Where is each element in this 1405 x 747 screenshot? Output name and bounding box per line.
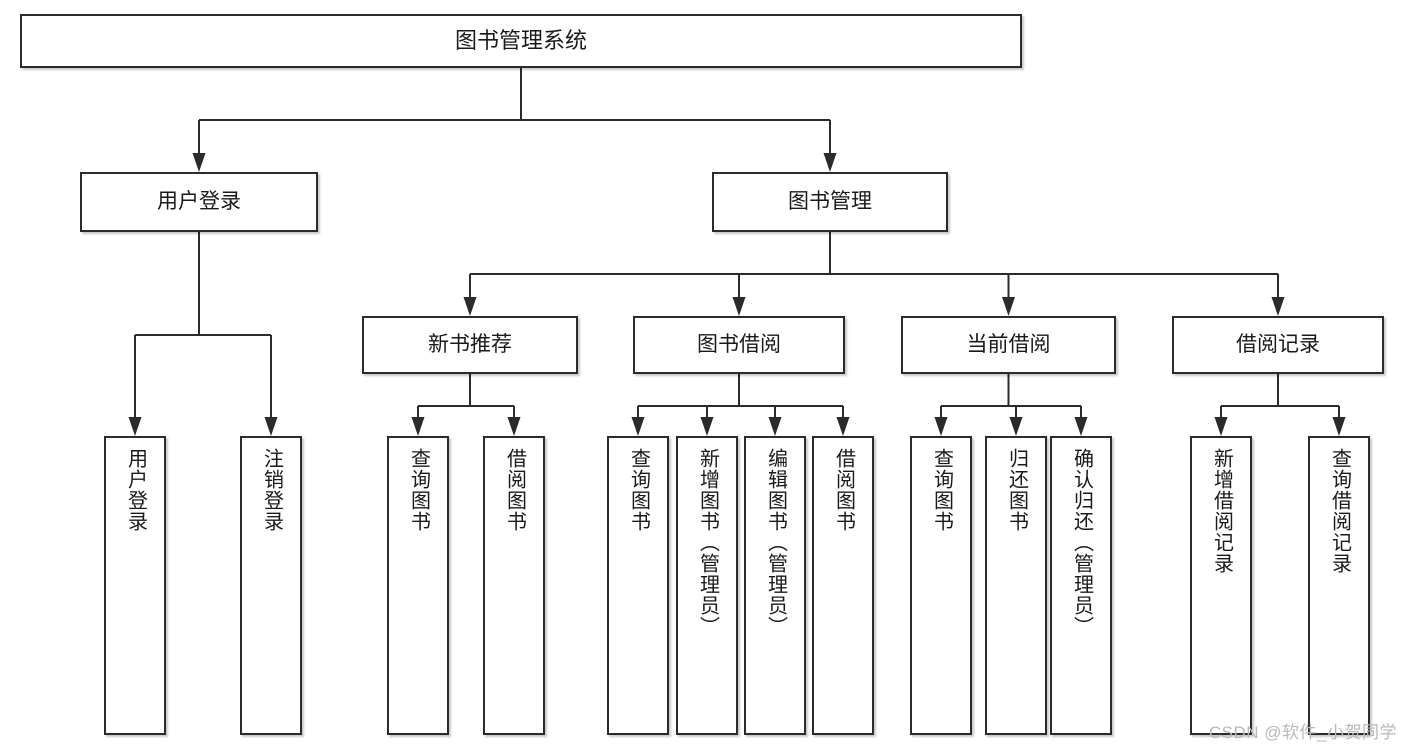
node-label: 注销登录 — [260, 448, 283, 532]
node-login[interactable]: 用户登录 — [80, 172, 318, 232]
arrow-root-bookmgmt — [823, 153, 837, 172]
node-label: 图书借阅 — [697, 332, 781, 356]
node-l11[interactable]: 确认归还（管理员） — [1050, 436, 1112, 735]
node-label: 查询图书 — [407, 448, 430, 532]
node-l12[interactable]: 新增借阅记录 — [1190, 436, 1252, 735]
arrow-current-l9 — [934, 417, 948, 436]
node-records[interactable]: 借阅记录 — [1172, 316, 1384, 374]
node-label: 借阅图书 — [832, 448, 855, 532]
node-l3[interactable]: 查询图书 — [387, 436, 449, 735]
arrow-borrow-l6 — [700, 417, 714, 436]
node-label: 查询图书 — [627, 448, 650, 532]
node-l13[interactable]: 查询借阅记录 — [1308, 436, 1370, 735]
node-l8[interactable]: 借阅图书 — [812, 436, 874, 735]
arrow-borrow-l8 — [836, 417, 850, 436]
node-root[interactable]: 图书管理系统 — [20, 14, 1022, 68]
node-borrow[interactable]: 图书借阅 — [633, 316, 845, 374]
arrow-borrow-l7 — [768, 417, 782, 436]
node-bookmgmt[interactable]: 图书管理 — [712, 172, 948, 232]
node-label: 用户登录 — [124, 448, 147, 532]
node-label: 查询图书 — [930, 448, 953, 532]
node-label: 图书管理 — [788, 189, 872, 213]
node-label: 查询借阅记录 — [1328, 448, 1351, 574]
node-l6[interactable]: 新增图书（管理员） — [676, 436, 738, 735]
arrow-current-l11 — [1074, 417, 1088, 436]
node-label: 借阅记录 — [1236, 332, 1320, 356]
node-label: 借阅图书 — [503, 448, 526, 532]
node-l2[interactable]: 注销登录 — [240, 436, 302, 735]
node-l7[interactable]: 编辑图书（管理员） — [744, 436, 806, 735]
arrow-records-l12 — [1214, 417, 1228, 436]
node-l10[interactable]: 归还图书 — [985, 436, 1047, 735]
arrow-bookmgmt-newbook — [463, 297, 477, 316]
node-label: 用户登录 — [157, 189, 241, 213]
arrow-bookmgmt-borrow — [732, 297, 746, 316]
arrow-login-l2 — [264, 417, 278, 436]
arrow-records-l13 — [1332, 417, 1346, 436]
arrow-root-login — [192, 153, 206, 172]
node-label: 新书推荐 — [428, 332, 512, 356]
arrow-borrow-l5 — [631, 417, 645, 436]
node-current[interactable]: 当前借阅 — [901, 316, 1116, 374]
node-label: 图书管理系统 — [454, 28, 587, 54]
node-label: 新增图书（管理员） — [696, 448, 719, 637]
node-l5[interactable]: 查询图书 — [607, 436, 669, 735]
arrow-newbook-l3 — [411, 417, 425, 436]
node-label: 编辑图书（管理员） — [764, 448, 787, 637]
watermark: CSDN @软件_小贺同学 — [1208, 723, 1397, 742]
arrow-current-l10 — [1009, 417, 1023, 436]
node-label: 确认归还（管理员） — [1070, 448, 1093, 637]
node-newbook[interactable]: 新书推荐 — [362, 316, 578, 374]
arrow-newbook-l4 — [507, 417, 521, 436]
arrow-bookmgmt-current — [1002, 297, 1015, 316]
node-label: 新增借阅记录 — [1210, 448, 1233, 574]
node-l1[interactable]: 用户登录 — [104, 436, 166, 735]
node-label: 归还图书 — [1005, 448, 1028, 532]
node-label: 当前借阅 — [966, 332, 1051, 356]
node-l4[interactable]: 借阅图书 — [483, 436, 545, 735]
arrow-login-l1 — [128, 417, 142, 436]
node-l9[interactable]: 查询图书 — [910, 436, 972, 735]
arrow-bookmgmt-records — [1271, 297, 1285, 316]
